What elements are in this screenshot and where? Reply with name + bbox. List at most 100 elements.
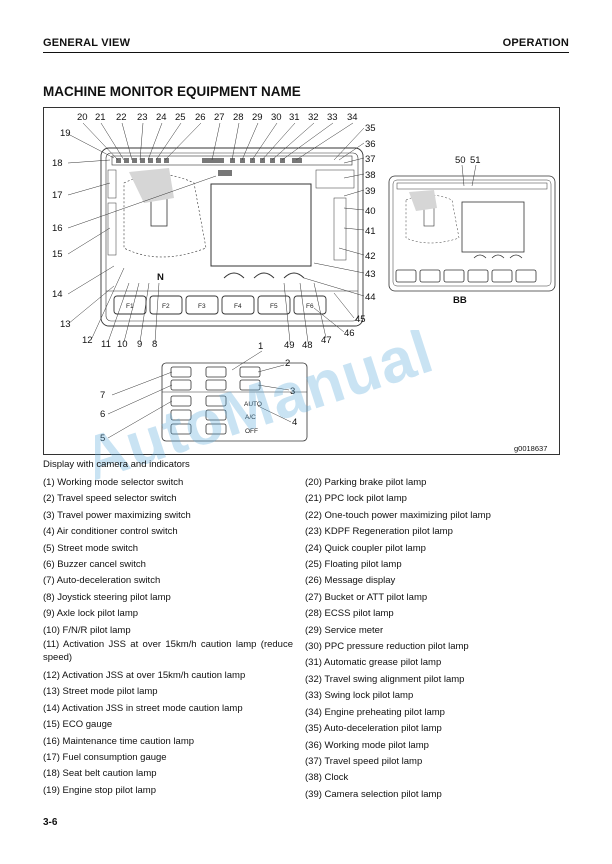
callout-11: 11 xyxy=(101,339,111,350)
list-item: (8) Joystick steering pilot lamp xyxy=(43,591,171,603)
monitor-figure: N F1 F2 F3 F4 F5 F6 BB xyxy=(43,107,560,455)
callout-20: 20 xyxy=(77,112,88,123)
small-camera-shading xyxy=(409,190,437,211)
list-item: (38) Clock xyxy=(305,772,349,784)
callout-35: 35 xyxy=(365,123,376,134)
list-item: (6) Buzzer cancel switch xyxy=(43,559,146,571)
list-item: (2) Travel speed selector switch xyxy=(43,493,177,505)
list-item: (14) Activation JSS in street mode cauti… xyxy=(43,702,243,714)
callout-17: 17 xyxy=(52,190,63,201)
callout-3: 3 xyxy=(290,386,295,397)
list-item: (34) Engine preheating pilot lamp xyxy=(305,706,445,718)
list-item: (19) Engine stop pilot lamp xyxy=(43,784,157,796)
figure-caption: Display with camera and indicators xyxy=(43,459,190,470)
list-item: (1) Working mode selector switch xyxy=(43,477,184,488)
page-title: MACHINE MONITOR EQUIPMENT NAME xyxy=(43,84,301,99)
callout-14: 14 xyxy=(52,289,63,300)
list-item: (35) Auto-deceleration pilot lamp xyxy=(305,723,442,735)
switch-ac-label: A/C xyxy=(245,414,256,421)
callout-27: 27 xyxy=(214,112,225,123)
list-item: (33) Swing lock pilot lamp xyxy=(305,690,414,702)
switch-auto-label: AUTO xyxy=(244,401,262,408)
gear-letter: N xyxy=(157,272,164,283)
callout-21: 21 xyxy=(95,112,106,123)
small-monitor xyxy=(388,175,556,292)
list-item: (30) PPC pressure reduction pilot lamp xyxy=(305,641,469,653)
list-item: (29) Service meter xyxy=(305,624,384,636)
list-item: (10) F/N/R pilot lamp xyxy=(43,624,131,636)
bb-label: BB xyxy=(453,295,467,306)
callout-33: 33 xyxy=(327,112,338,123)
list-item: (22) One-touch power maximizing pilot la… xyxy=(305,509,491,521)
list-item: (3) Travel power maximizing switch xyxy=(43,509,191,521)
callout-13: 13 xyxy=(60,319,71,330)
list-item: (25) Floating pilot lamp xyxy=(305,559,402,571)
callout-45: 45 xyxy=(355,314,366,325)
callout-16: 16 xyxy=(52,223,63,234)
callout-36: 36 xyxy=(365,139,376,150)
callout-39: 39 xyxy=(365,186,376,197)
callout-44: 44 xyxy=(365,292,376,303)
indicator-icons xyxy=(116,158,302,176)
items-list-left: (1) Working mode selector switch (2) Tra… xyxy=(43,475,293,799)
callout-46: 46 xyxy=(344,328,355,339)
callout-43: 43 xyxy=(365,269,376,280)
fkey-f4: F4 xyxy=(234,303,242,310)
callout-29: 29 xyxy=(252,112,263,123)
list-item: (15) ECO gauge xyxy=(43,719,113,731)
callout-24: 24 xyxy=(156,112,167,123)
callout-47: 47 xyxy=(321,335,332,346)
callout-31: 31 xyxy=(289,112,300,123)
camera-shading xyxy=(129,168,174,203)
list-item: (11) Activation JSS at over 15km/h cauti… xyxy=(43,639,293,663)
callout-49: 49 xyxy=(284,340,295,351)
switch-off-label: OFF xyxy=(245,428,258,435)
callout-42: 42 xyxy=(365,251,376,262)
callout-4: 4 xyxy=(292,417,297,428)
callout-1: 1 xyxy=(258,341,263,352)
list-item: (27) Bucket or ATT pilot lamp xyxy=(305,591,428,603)
callout-25: 25 xyxy=(175,112,186,123)
list-item: (9) Axle lock pilot lamp xyxy=(43,608,139,620)
callout-10: 10 xyxy=(117,339,128,350)
list-item: (26) Message display xyxy=(305,575,396,587)
callout-8: 8 xyxy=(152,339,157,350)
callout-6: 6 xyxy=(100,409,105,420)
callout-7: 7 xyxy=(100,390,105,401)
callout-18: 18 xyxy=(52,158,63,169)
callout-28: 28 xyxy=(233,112,244,123)
callout-38: 38 xyxy=(365,170,376,181)
callout-23: 23 xyxy=(137,112,148,123)
callout-50: 50 xyxy=(455,155,466,166)
callout-22: 22 xyxy=(116,112,127,123)
callout-51: 51 xyxy=(470,155,481,166)
figure-id: g0018637 xyxy=(514,444,547,453)
items-list-right: (20) Parking brake pilot lamp (21) PPC l… xyxy=(305,475,567,803)
callout-48: 48 xyxy=(302,340,313,351)
callout-9: 9 xyxy=(137,339,142,350)
list-item: (23) KDPF Regeneration pilot lamp xyxy=(305,526,453,538)
list-item: (16) Maintenance time caution lamp xyxy=(43,735,195,747)
list-item: (21) PPC lock pilot lamp xyxy=(305,493,407,505)
fkey-f6: F6 xyxy=(306,303,314,310)
list-item: (36) Working mode pilot lamp xyxy=(305,739,429,751)
callout-5: 5 xyxy=(100,433,105,444)
list-item: (37) Travel speed pilot lamp xyxy=(305,755,423,767)
callout-numbers: 20 21 22 23 24 25 26 27 28 29 30 31 32 3… xyxy=(52,112,481,444)
fkey-f5: F5 xyxy=(270,303,278,310)
callout-37: 37 xyxy=(365,154,376,165)
callout-41: 41 xyxy=(365,226,376,237)
list-item: (13) Street mode pilot lamp xyxy=(43,686,158,698)
list-item: (18) Seat belt caution lamp xyxy=(43,768,157,780)
leader-lines xyxy=(67,122,477,439)
chapter-header: OPERATION xyxy=(502,37,569,49)
fkey-f1: F1 xyxy=(126,303,134,310)
list-item: (20) Parking brake pilot lamp xyxy=(305,477,427,488)
fkey-f3: F3 xyxy=(198,303,206,310)
monitor-illustration: N F1 F2 F3 F4 F5 F6 BB xyxy=(52,112,556,453)
list-item: (17) Fuel consumption gauge xyxy=(43,751,167,763)
callout-15: 15 xyxy=(52,249,63,260)
list-item: (31) Automatic grease pilot lamp xyxy=(305,657,442,669)
page-number: 3-6 xyxy=(43,817,58,828)
callout-34: 34 xyxy=(347,112,358,123)
